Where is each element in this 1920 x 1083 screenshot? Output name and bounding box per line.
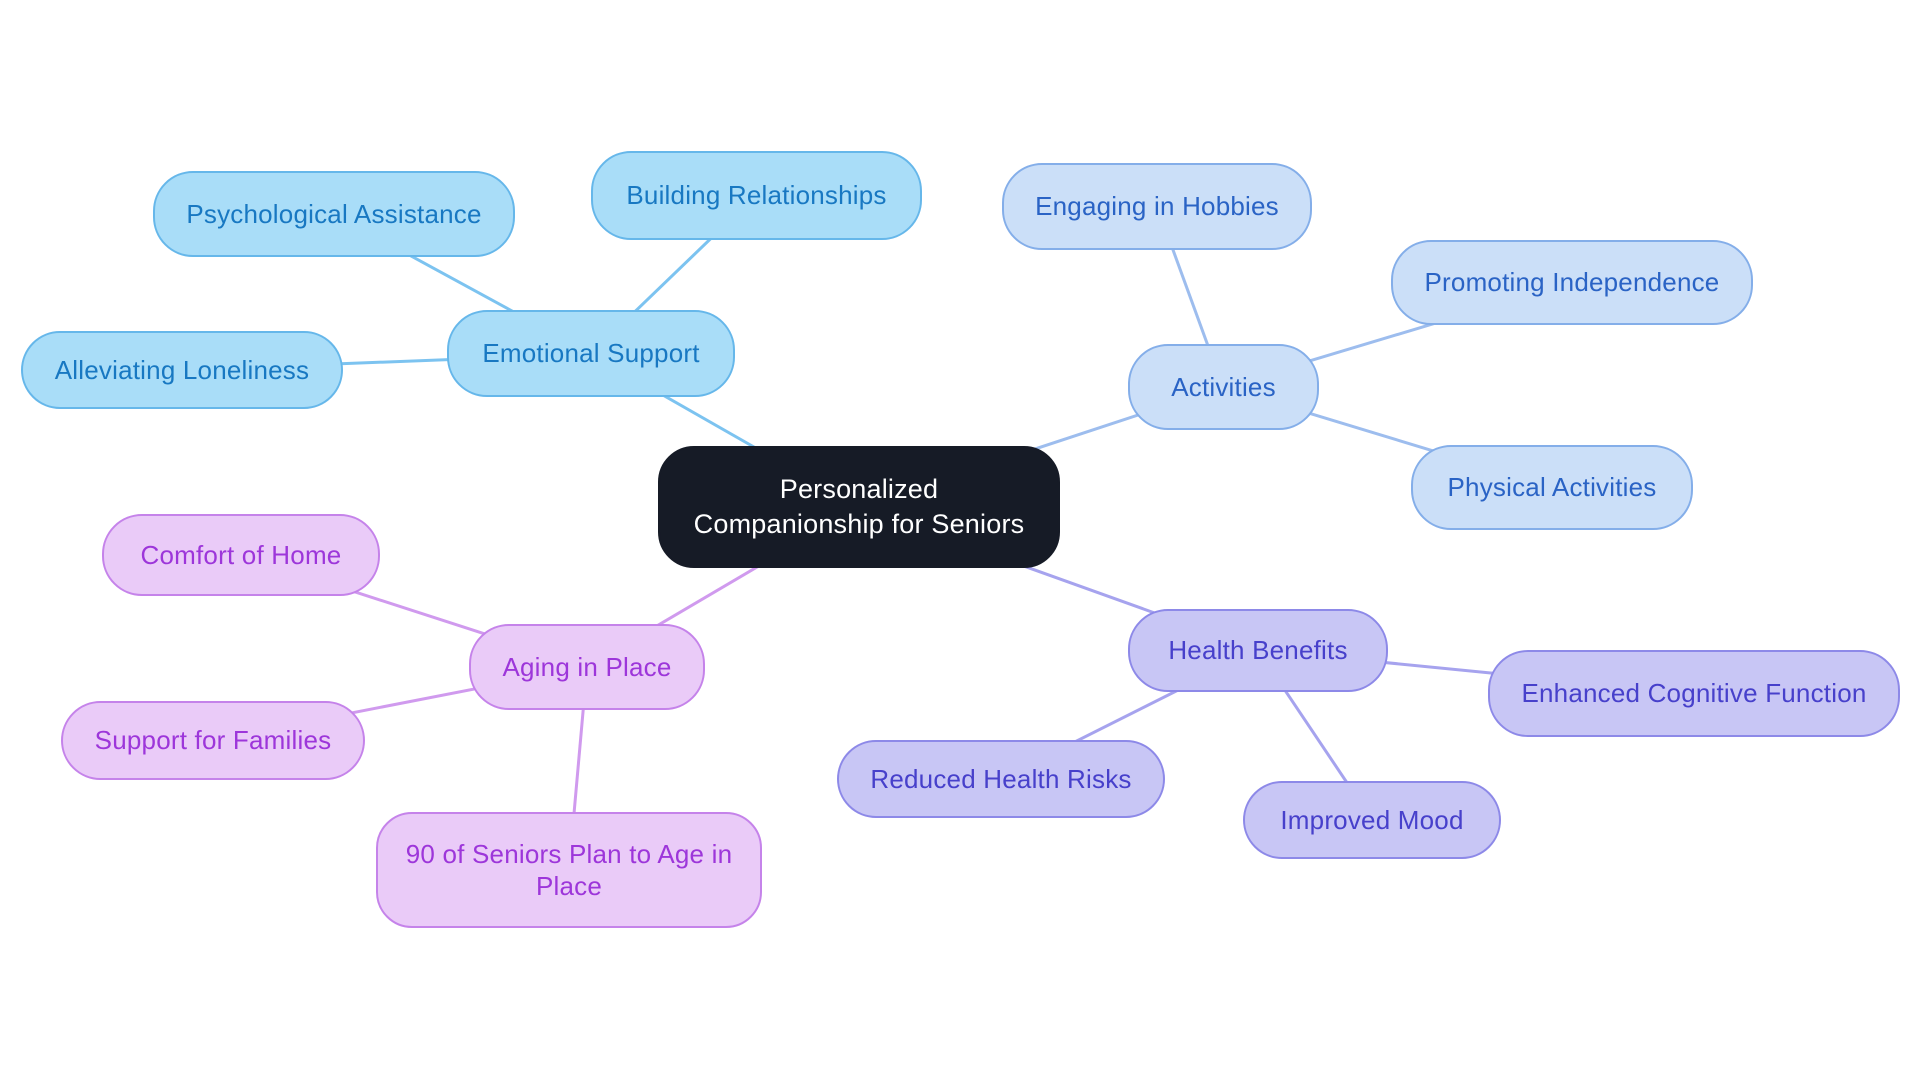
node-aging-in-place[interactable]: Aging in Place bbox=[469, 624, 705, 710]
node-label: Psychological Assistance bbox=[186, 198, 482, 229]
node-label: 90 of Seniors Plan to Age in Place bbox=[405, 838, 733, 902]
node-root-personalized-companionship[interactable]: Personalized Companionship for Seniors bbox=[658, 446, 1060, 568]
node-label: Health Benefits bbox=[1168, 635, 1348, 666]
node-label: Support for Families bbox=[94, 725, 332, 756]
node-promoting-independence[interactable]: Promoting Independence bbox=[1391, 240, 1753, 325]
node-label: Engaging in Hobbies bbox=[1035, 191, 1279, 222]
node-physical-activities[interactable]: Physical Activities bbox=[1411, 445, 1693, 530]
node-activities[interactable]: Activities bbox=[1128, 344, 1319, 430]
node-seniors-plan-to-age-in-place[interactable]: 90 of Seniors Plan to Age in Place bbox=[376, 812, 762, 928]
node-label: Enhanced Cognitive Function bbox=[1521, 678, 1867, 709]
node-label: Physical Activities bbox=[1447, 472, 1657, 503]
node-engaging-in-hobbies[interactable]: Engaging in Hobbies bbox=[1002, 163, 1312, 250]
node-reduced-health-risks[interactable]: Reduced Health Risks bbox=[837, 740, 1165, 818]
node-improved-mood[interactable]: Improved Mood bbox=[1243, 781, 1501, 859]
node-label: Reduced Health Risks bbox=[870, 763, 1132, 794]
node-label: Promoting Independence bbox=[1424, 267, 1720, 298]
node-label: Building Relationships bbox=[626, 180, 887, 211]
node-emotional-support[interactable]: Emotional Support bbox=[447, 310, 735, 397]
node-label: Comfort of Home bbox=[140, 539, 342, 570]
node-label: Improved Mood bbox=[1280, 804, 1464, 835]
node-psychological-assistance[interactable]: Psychological Assistance bbox=[153, 171, 515, 257]
node-alleviating-loneliness[interactable]: Alleviating Loneliness bbox=[21, 331, 343, 409]
node-health-benefits[interactable]: Health Benefits bbox=[1128, 609, 1388, 692]
node-enhanced-cognitive-function[interactable]: Enhanced Cognitive Function bbox=[1488, 650, 1900, 737]
node-comfort-of-home[interactable]: Comfort of Home bbox=[102, 514, 380, 596]
node-support-for-families[interactable]: Support for Families bbox=[61, 701, 365, 780]
node-label: Personalized Companionship for Seniors bbox=[693, 473, 1025, 539]
node-label: Aging in Place bbox=[502, 651, 672, 682]
node-label: Activities bbox=[1171, 371, 1276, 402]
node-building-relationships[interactable]: Building Relationships bbox=[591, 151, 922, 240]
node-label: Emotional Support bbox=[482, 338, 700, 369]
node-label: Alleviating Loneliness bbox=[54, 354, 310, 385]
